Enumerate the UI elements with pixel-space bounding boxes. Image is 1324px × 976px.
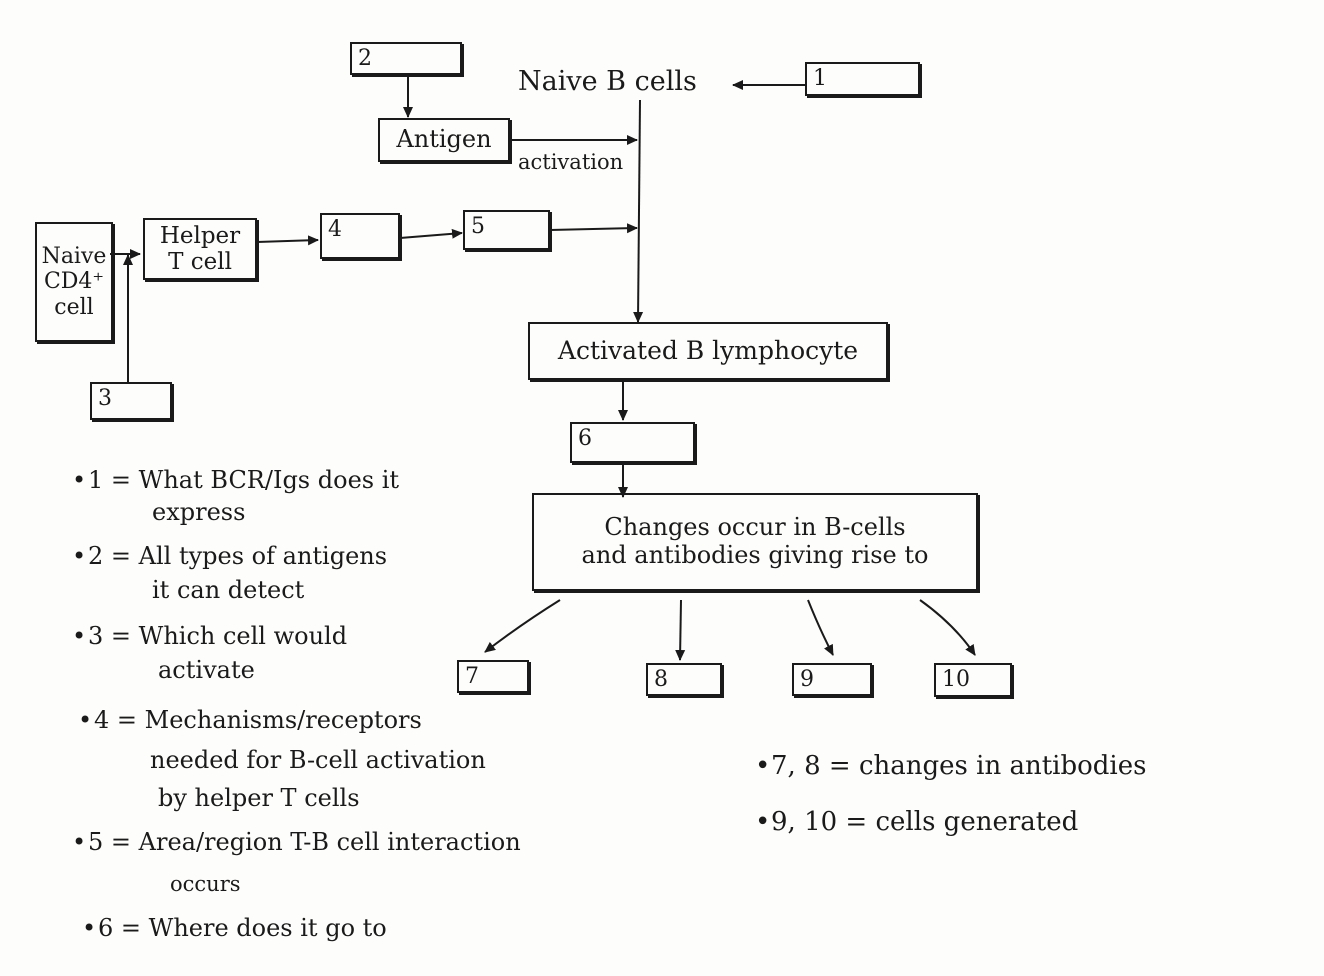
box-10-number: 10 [942,667,970,692]
legend-item-5-cont: occurs [170,866,241,902]
bullet: • [82,914,97,942]
changes-box: Changes occur in B-cells and antibodies … [532,493,978,591]
box-6-number: 6 [578,426,592,451]
legend-item-2-line-2: it can detect [152,576,305,604]
helper-t-line-2: T cell [168,249,232,275]
legend-right-item-2-key: 9, 10 = [771,807,868,837]
arrow-main-to-activated-b [633,99,644,323]
legend-item-4: •4 = Mechanisms/receptors [78,702,422,738]
legend-item-5-line-2: occurs [170,872,241,896]
legend-item-4-cont-1: needed for B-cell activation [150,742,486,778]
legend-item-3-line-2: activate [158,656,255,684]
helper-t-cell-box: Helper T cell [143,218,257,280]
box-4-number: 4 [328,217,342,242]
legend-item-3-line-1: Which cell would [138,622,348,650]
box-3-number: 3 [98,386,112,411]
box-9-number: 9 [800,667,814,692]
blank-box-3: 3 [90,382,172,420]
arrow-changes-to-box10 [919,599,976,656]
antigen-label: Antigen [396,125,492,154]
legend-item-3-cont: activate [158,652,255,688]
box-2-number: 2 [358,46,372,71]
arrow-box4-to-box5 [399,228,463,239]
box-1-number: 1 [813,66,827,91]
activated-b-lymphocyte-box: Activated B lymphocyte [528,322,888,380]
legend-item-2-key: 2 = [88,542,132,570]
legend-item-2-cont: it can detect [152,572,304,608]
naive-b-cells-label: Naive B cells [518,66,697,97]
bullet: • [755,807,771,837]
blank-box-2: 2 [350,42,462,75]
legend-item-6-key: 6 = [98,914,142,942]
naive-cd4-line-3: cell [54,294,94,320]
legend-item-4-line-3: by helper T cells [158,784,360,812]
legend-item-5: •5 = Area/region T-B cell interaction [72,824,521,860]
antigen-box: Antigen [378,118,510,162]
bullet: • [72,622,87,650]
legend-item-1-cont: express [152,494,245,530]
arrow-changes-to-box9 [807,599,834,656]
blank-box-6: 6 [570,422,695,463]
blank-box-8: 8 [646,663,722,696]
bullet: • [755,751,771,781]
blank-box-9: 9 [792,663,872,696]
legend-item-3-key: 3 = [88,622,132,650]
bullet: • [72,466,87,494]
blank-box-5: 5 [463,210,550,250]
box-5-number: 5 [471,214,485,239]
arrow-changes-to-box7 [484,599,561,653]
box-8-number: 8 [654,667,668,692]
bullet: • [72,828,87,856]
blank-box-7: 7 [457,660,529,693]
legend-item-6-line-1: Where does it go to [148,914,387,942]
arrow-helper-to-box4 [256,235,319,246]
activation-label: activation [518,150,624,174]
changes-line-1: Changes occur in B-cells [604,513,906,542]
blank-box-4: 4 [320,213,400,259]
legend-item-1-line-2: express [152,498,246,526]
activated-b-label: Activated B lymphocyte [557,335,859,365]
legend-item-4-line-1: Mechanisms/receptors [144,706,422,734]
legend-right-item-7-8: •7, 8 = changes in antibodies [755,748,1146,784]
legend-right-item-9-10: •9, 10 = cells generated [755,804,1078,840]
legend-item-1: •1 = What BCR/Igs does it [72,462,399,498]
legend-right-item-1-text: changes in antibodies [858,751,1147,781]
legend-right-item-2-text: cells generated [875,807,1079,837]
legend-right-item-1-key: 7, 8 = [771,751,851,781]
naive-cd4-line-1: Naive [41,244,107,270]
blank-box-10: 10 [934,663,1012,697]
blank-box-1: 1 [805,62,920,96]
arrow-changes-to-box8 [675,599,686,661]
naive-cd4-cell-box: Naive CD4⁺ cell [35,222,113,342]
legend-item-4-line-2: needed for B-cell activation [150,746,486,774]
legend-item-1-line-1: What BCR/Igs does it [138,466,400,494]
legend-item-3: •3 = Which cell would [72,618,347,654]
legend-item-2-line-1: All types of antigens [138,542,388,570]
legend-item-2: •2 = All types of antigens [72,538,387,574]
box-7-number: 7 [465,664,479,689]
legend-item-4-cont-2: by helper T cells [158,780,360,816]
bullet: • [78,706,93,734]
changes-line-2: and antibodies giving rise to [581,541,929,569]
arrow-box5-to-main [549,223,638,234]
helper-t-line-1: Helper [159,222,241,249]
naive-cd4-line-2: CD4⁺ [43,269,105,295]
legend-item-5-key: 5 = [88,828,132,856]
legend-item-6: •6 = Where does it go to [82,910,387,946]
bullet: • [72,542,87,570]
legend-item-4-key: 4 = [94,706,138,734]
legend-item-1-key: 1 = [88,466,132,494]
legend-item-5-line-1: Area/region T-B cell interaction [138,828,521,856]
